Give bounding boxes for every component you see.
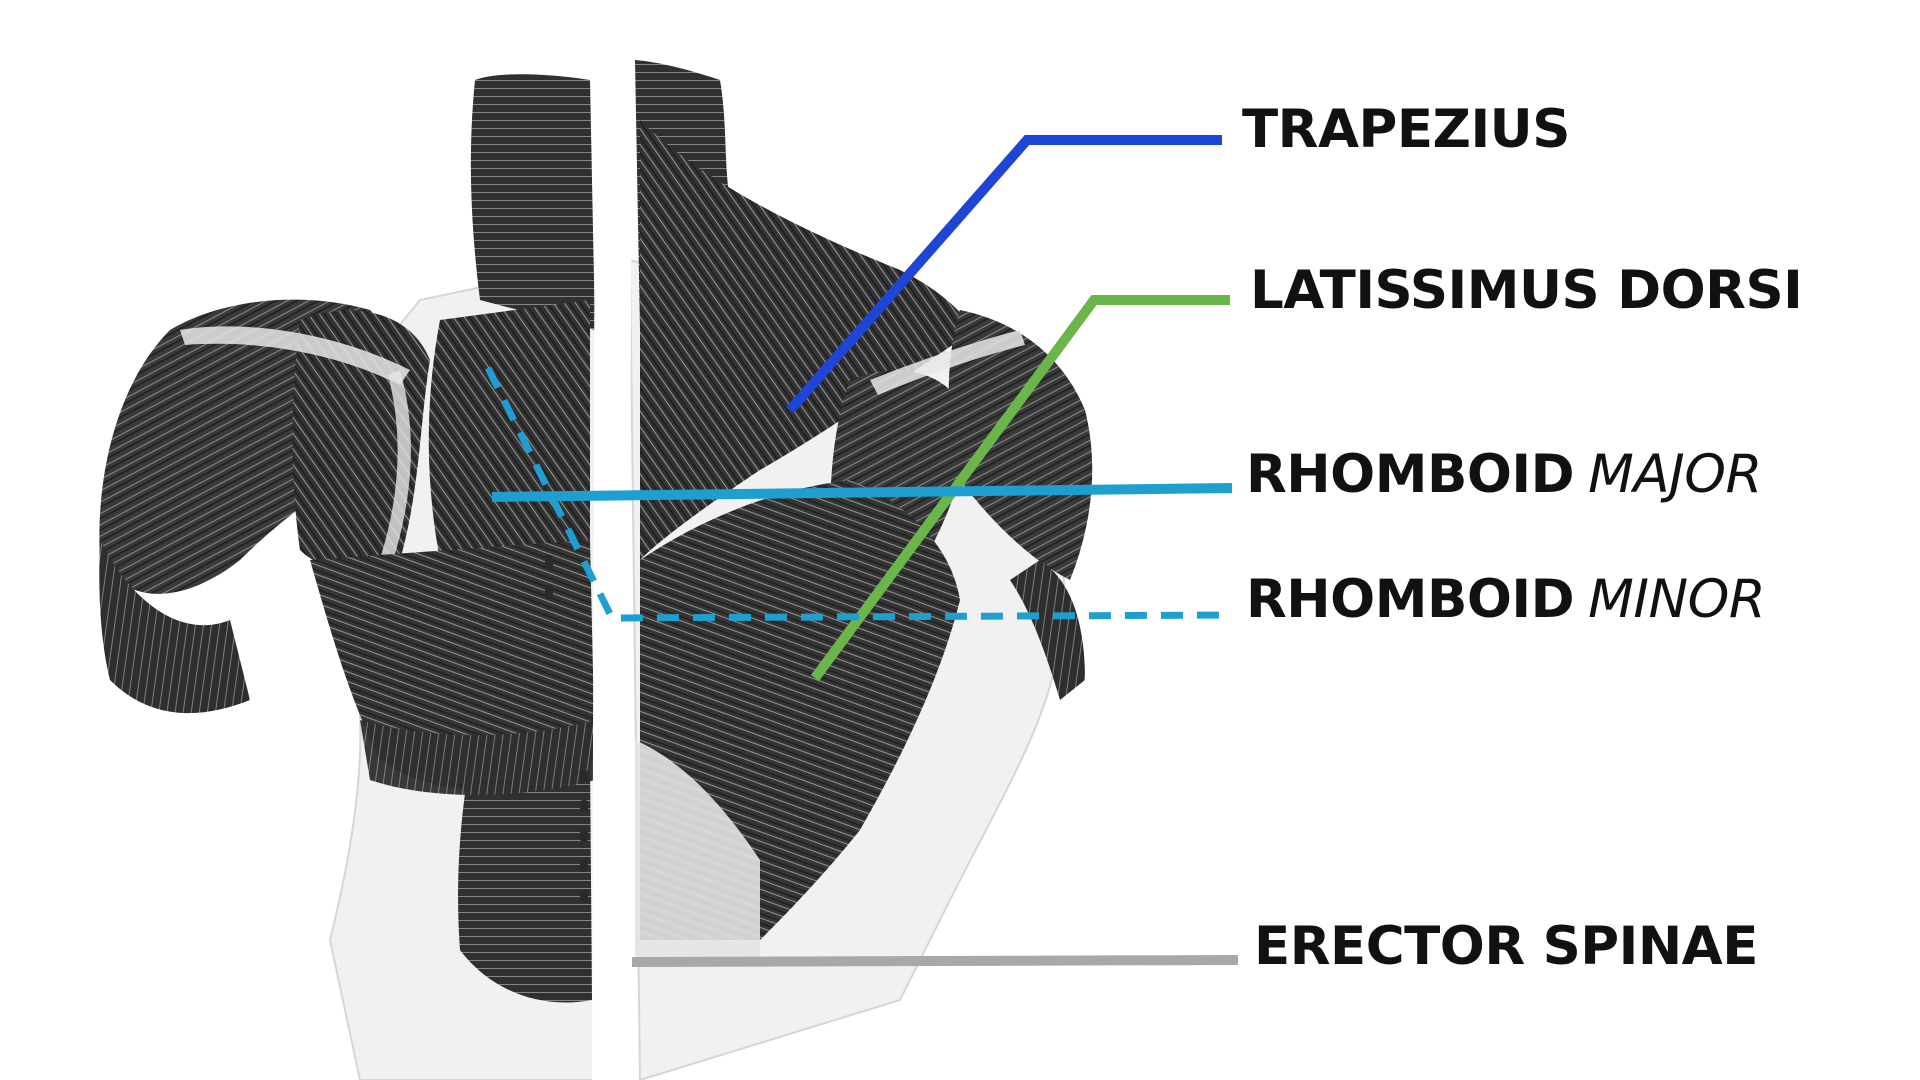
- rhomboid-minor-label-name: RHOMBOID: [1246, 569, 1574, 630]
- rhomboid-major-label-qualifier: MAJOR: [1588, 444, 1762, 505]
- latissimus-dorsi-label: LATISSIMUS DORSI: [1250, 264, 1802, 317]
- rhomboid-major-label-name: RHOMBOID: [1246, 444, 1574, 505]
- erector-spinae-leader-line: [632, 960, 1238, 962]
- trapezius-label: TRAPEZIUS: [1242, 103, 1570, 156]
- left-rhomboids: [429, 300, 590, 560]
- back-muscles-illustration: [99, 60, 1092, 1080]
- neck-left: [471, 74, 595, 330]
- rhomboid-minor-label-qualifier: MINOR: [1588, 569, 1765, 630]
- erector-spinae-label: ERECTOR SPINAE: [1254, 920, 1758, 973]
- left-erector: [458, 760, 592, 1003]
- trapezius-label-text: TRAPEZIUS: [1242, 99, 1570, 160]
- latissimus-dorsi-label-text: LATISSIMUS DORSI: [1250, 260, 1802, 321]
- spine-line: [592, 60, 632, 1080]
- erector-spinae-label-text: ERECTOR SPINAE: [1254, 916, 1758, 977]
